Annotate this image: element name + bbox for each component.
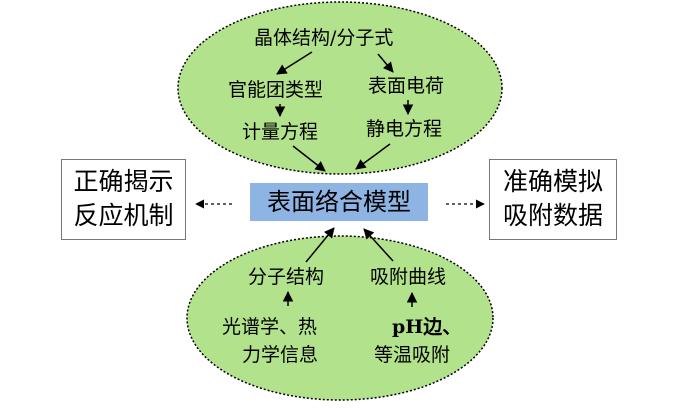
bottom-ellipse <box>186 235 494 401</box>
left-box: 正确揭示 反应机制 <box>61 159 186 240</box>
top-ellipse <box>177 1 503 175</box>
left-box-line1: 正确揭示 <box>73 167 174 196</box>
crystal-structure-label: 晶体结构/分子式 <box>254 27 394 49</box>
right-box-line2: 吸附数据 <box>502 201 603 230</box>
ph-edge-label: pH边、 <box>392 316 462 338</box>
isotherm-label: 等温吸附 <box>374 344 451 366</box>
arrow-adsorption-curve-to-model <box>363 228 394 262</box>
stoichiometry-label: 计量方程 <box>242 121 319 143</box>
surface-charge-label: 表面电荷 <box>368 75 445 97</box>
arrow-title-to-surface-charge <box>377 53 394 73</box>
functional-groups-label: 官能团类型 <box>228 79 324 101</box>
spectroscopy-label: 光谱学、热 <box>222 316 318 338</box>
left-box-line2: 反应机制 <box>73 201 174 230</box>
electrostatic-equation-label: 静电方程 <box>366 118 443 140</box>
arrow-title-to-functional-groups <box>276 51 313 75</box>
adsorption-curve-label: 吸附曲线 <box>370 266 447 288</box>
surface-complexation-model-box: 表面络合模型 <box>250 183 428 221</box>
arrow-electrostatic-to-model <box>355 143 391 170</box>
surface-complexation-model-label: 表面络合模型 <box>267 188 411 216</box>
arrow-molecular-structure-to-model <box>305 227 335 263</box>
arrow-stoichiometry-to-model <box>292 145 326 172</box>
right-box: 准确模拟 吸附数据 <box>489 159 617 240</box>
thermodynamic-info-label: 力学信息 <box>242 344 319 366</box>
right-box-line1: 准确模拟 <box>502 167 603 196</box>
molecular-structure-label: 分子结构 <box>248 266 325 288</box>
